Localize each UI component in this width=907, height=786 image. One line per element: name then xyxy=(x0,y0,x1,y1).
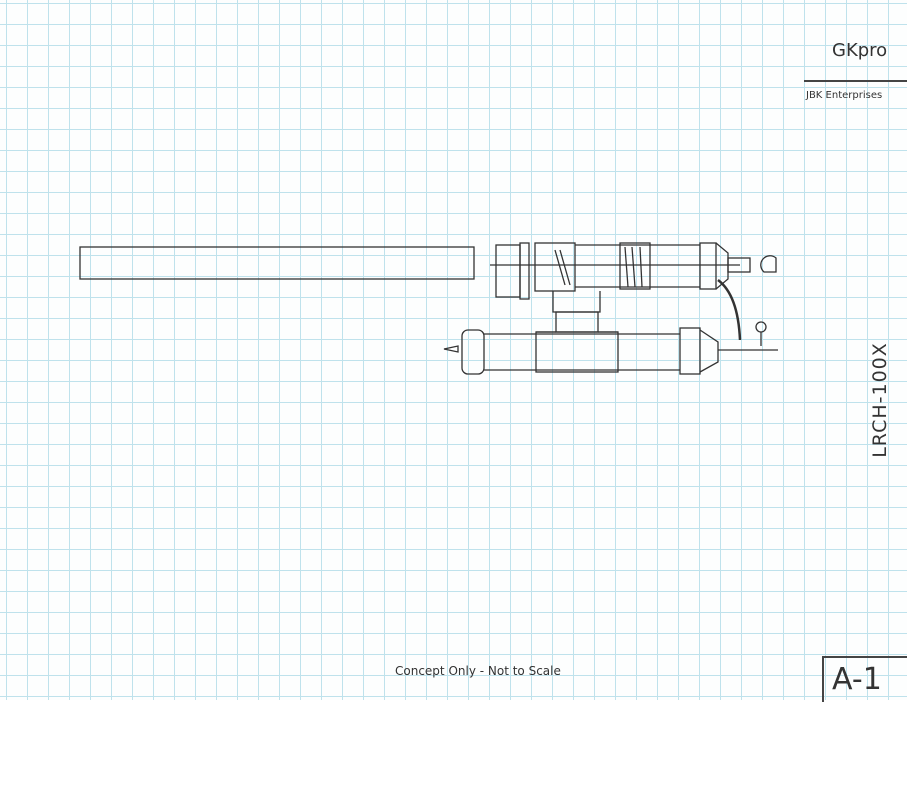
model-label: LRCH-100X xyxy=(869,342,891,458)
brand-name: GKpro xyxy=(832,40,888,61)
upper-chamber xyxy=(490,242,777,300)
sheet-number: A-1 xyxy=(832,662,882,697)
connector xyxy=(536,291,618,333)
company-name: JBK Enterprises xyxy=(806,90,883,101)
device-sketch xyxy=(79,242,778,375)
barrel xyxy=(79,246,475,280)
graph-paper: GKpro JBK Enterprises LRCH-100X Concept … xyxy=(0,0,907,702)
sheet-box xyxy=(822,656,907,702)
title-rule xyxy=(804,80,907,82)
scale-note: Concept Only - Not to Scale xyxy=(395,664,561,678)
lower-tank xyxy=(443,279,778,375)
